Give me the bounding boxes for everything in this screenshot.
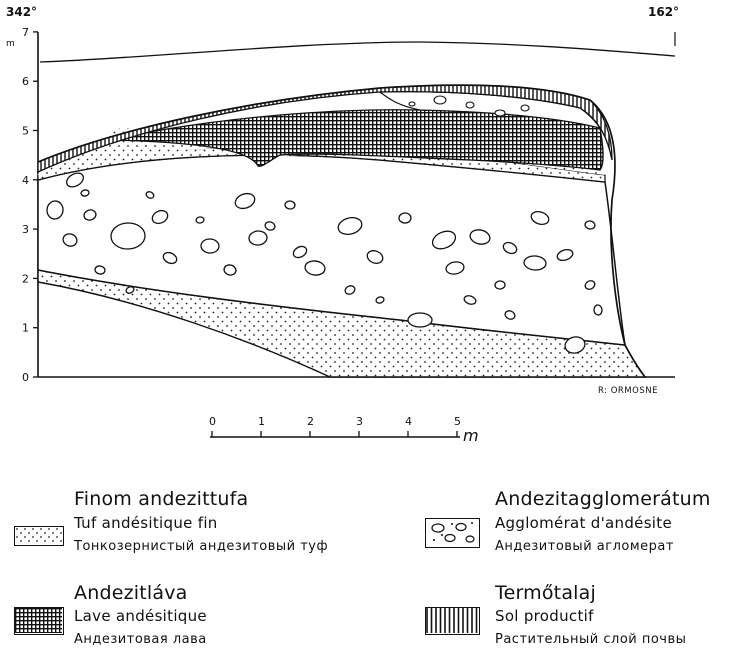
clast <box>495 281 506 290</box>
legend-russian: Андезитовая лава <box>74 632 207 647</box>
clast <box>495 110 505 116</box>
legend-title: Finom andezittufa <box>74 488 248 510</box>
clast <box>466 102 474 108</box>
legend-russian: Андезитовый агломерат <box>495 539 674 554</box>
legend-title: Termőtalaj <box>495 582 596 604</box>
clast <box>521 105 529 111</box>
agglomerate-swatch <box>425 518 480 548</box>
y-axis-tick-label: 7 <box>22 26 29 39</box>
legend-french: Lave andésitique <box>74 607 207 625</box>
legend-russian: Тонкозернистый андезитовый туф <box>74 539 328 554</box>
orientation-right-label: 162° <box>648 5 679 19</box>
y-axis-tick-label: 5 <box>22 125 29 138</box>
y-axis-tick-label: 4 <box>22 174 29 187</box>
lava-swatch <box>14 607 64 635</box>
scale-bar: 0 1 2 3 4 5 m <box>209 415 479 445</box>
clast <box>434 96 446 104</box>
clast <box>399 213 411 223</box>
legend-french: Agglomérat d'andésite <box>495 514 672 532</box>
scale-bar-tick-label: 1 <box>258 415 265 428</box>
y-axis-tick-label: 1 <box>22 322 29 335</box>
scale-bar-tick-label: 5 <box>454 415 461 428</box>
clast <box>409 102 415 106</box>
scale-bar-tick-label: 3 <box>356 415 363 428</box>
legend-french: Tuf andésitique fin <box>74 514 218 532</box>
tuff-swatch <box>14 526 64 546</box>
scale-bar-unit: m <box>463 426 479 445</box>
clast <box>285 201 296 210</box>
scale-bar-tick-label: 4 <box>405 415 412 428</box>
y-axis-tick-label: 3 <box>22 223 29 236</box>
legend-title: Andezitláva <box>74 582 188 604</box>
orientation-left-label: 342° <box>6 5 37 19</box>
soil-swatch <box>425 607 480 635</box>
legend-russian: Растительный слой почвы <box>495 632 686 647</box>
clast <box>196 216 205 223</box>
scale-bar-tick-label: 0 <box>209 415 216 428</box>
y-axis-tick-label: 2 <box>22 272 29 285</box>
clast <box>594 305 603 316</box>
credit-label: R: ORMOSNE <box>598 386 658 396</box>
ground-surface-line <box>40 42 675 62</box>
clast <box>408 313 432 327</box>
legend-french: Sol productif <box>495 607 594 625</box>
y-axis-tick-label: 0 <box>22 371 29 384</box>
axis-unit-label: m <box>6 39 15 49</box>
cross-section-diagram: 342° 162° m 0 1 2 3 4 5 6 7 R: ORMOSNE 0 1 2 3 4 5 m <box>0 0 733 470</box>
clast <box>111 222 146 249</box>
scale-bar-tick-label: 2 <box>307 415 314 428</box>
legend-title: Andezitagglomerátum <box>495 488 711 510</box>
clast <box>201 239 220 254</box>
y-axis-tick-label: 6 <box>22 75 29 88</box>
